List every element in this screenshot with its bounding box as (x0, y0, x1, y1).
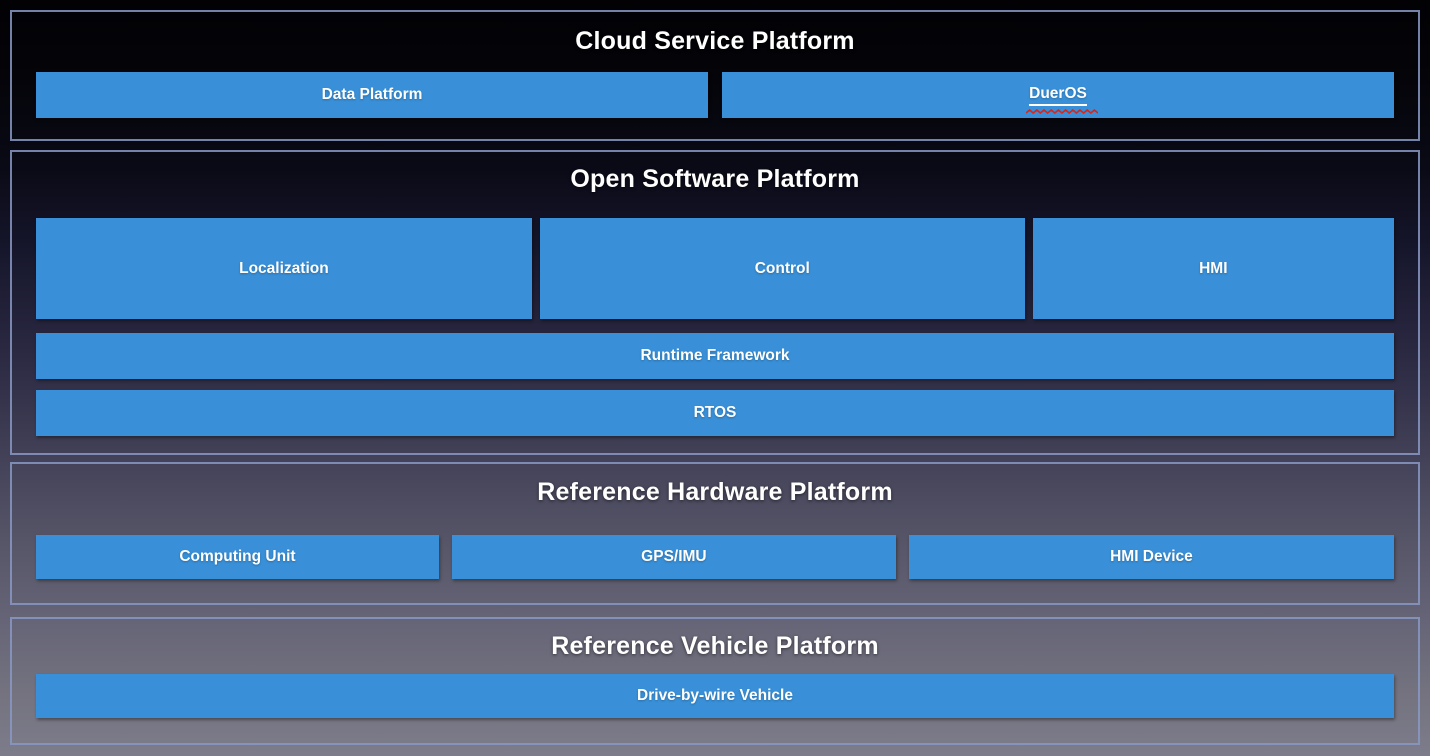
layer-cloud-service-platform: Cloud Service Platform Data Platform Due… (10, 10, 1420, 141)
box-drive-by-wire-vehicle: Drive-by-wire Vehicle (36, 674, 1394, 718)
box-computing-unit: Computing Unit (36, 535, 439, 579)
box-computing-unit-label: Computing Unit (179, 548, 296, 565)
box-localization-label: Localization (239, 259, 329, 277)
box-control-label: Control (754, 259, 810, 277)
spellcheck-squiggle-icon (1026, 108, 1099, 114)
box-gps-imu: GPS/IMU (451, 535, 896, 579)
box-hmi-label: HMI (1199, 259, 1228, 277)
box-data-platform: Data Platform (36, 72, 708, 118)
box-runtime-framework: Runtime Framework (36, 333, 1394, 379)
dueros-label-wrap: DuerOS (1026, 85, 1099, 114)
layer-title-reference-vehicle-platform: Reference Vehicle Platform (551, 632, 879, 660)
layer-reference-vehicle-platform: Reference Vehicle Platform Drive-by-wire… (10, 617, 1420, 745)
box-control: Control (539, 218, 1025, 319)
box-hmi: HMI (1032, 218, 1394, 319)
box-runtime-framework-label: Runtime Framework (640, 347, 790, 364)
layer-title-open-software-platform: Open Software Platform (570, 165, 860, 193)
box-data-platform-label: Data Platform (321, 86, 423, 103)
box-hmi-device: HMI Device (908, 535, 1394, 579)
box-hmi-device-label: HMI Device (1110, 548, 1193, 565)
layer-title-cloud-service-platform: Cloud Service Platform (575, 27, 855, 55)
vehicle-row: Drive-by-wire Vehicle (12, 674, 1418, 718)
rtos-row: RTOS (12, 390, 1418, 436)
cloud-row: Data Platform DuerOS (12, 72, 1418, 118)
software-modules-row: Localization Control HMI (12, 218, 1418, 319)
box-drive-by-wire-vehicle-label: Drive-by-wire Vehicle (637, 687, 793, 704)
box-dueros-label: DuerOS (1029, 85, 1087, 106)
layer-open-software-platform: Open Software Platform Localization Cont… (10, 150, 1420, 455)
box-dueros: DuerOS (722, 72, 1394, 118)
box-gps-imu-label: GPS/IMU (641, 548, 707, 565)
box-rtos-label: RTOS (693, 404, 737, 421)
layer-title-reference-hardware-platform: Reference Hardware Platform (537, 478, 893, 506)
box-rtos: RTOS (36, 390, 1394, 436)
runtime-framework-row: Runtime Framework (12, 333, 1418, 379)
layer-reference-hardware-platform: Reference Hardware Platform Computing Un… (10, 462, 1420, 605)
box-localization: Localization (36, 218, 532, 319)
hardware-row: Computing Unit GPS/IMU HMI Device (12, 535, 1418, 579)
